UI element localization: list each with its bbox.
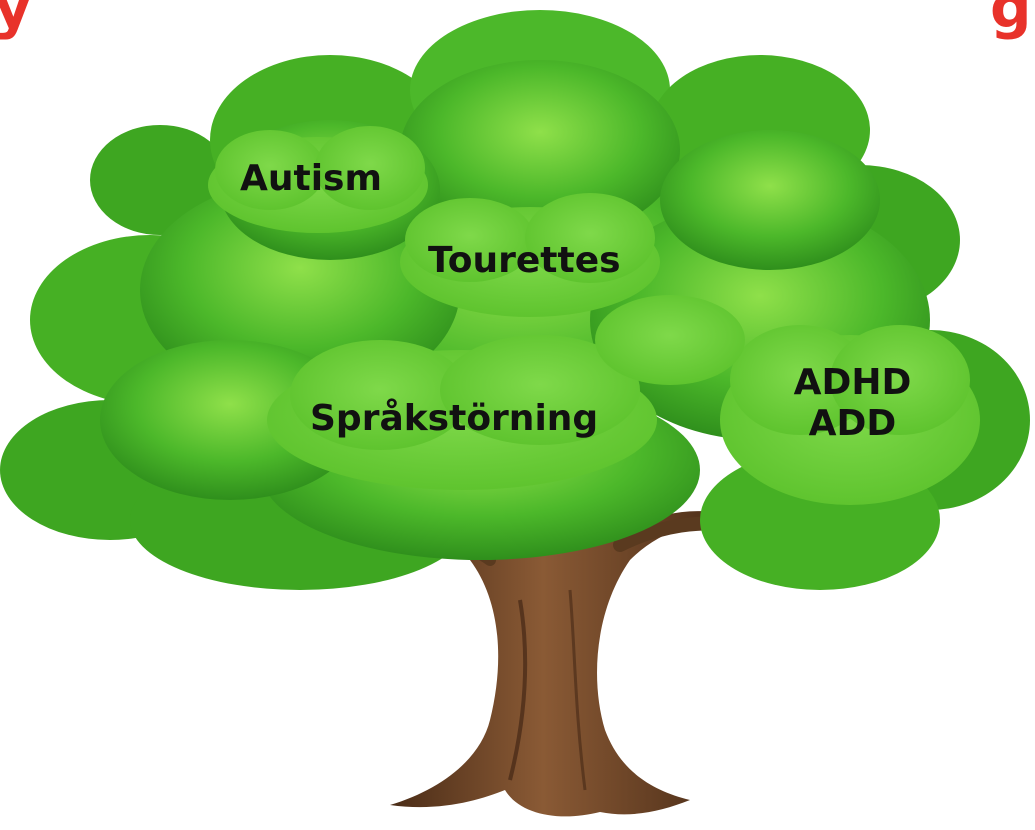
label-autism: Autism: [240, 158, 382, 199]
label-add: ADD: [775, 403, 930, 444]
label-adhd-add: ADHD ADD: [775, 362, 930, 445]
cloud-small: [595, 295, 745, 385]
label-tourettes: Tourettes: [428, 240, 621, 281]
label-sprakstorning: Språkstörning: [310, 398, 598, 439]
heading-fragment-left: y: [0, 0, 32, 36]
label-adhd: ADHD: [775, 362, 930, 403]
heading-fragment-right: g: [990, 0, 1032, 36]
